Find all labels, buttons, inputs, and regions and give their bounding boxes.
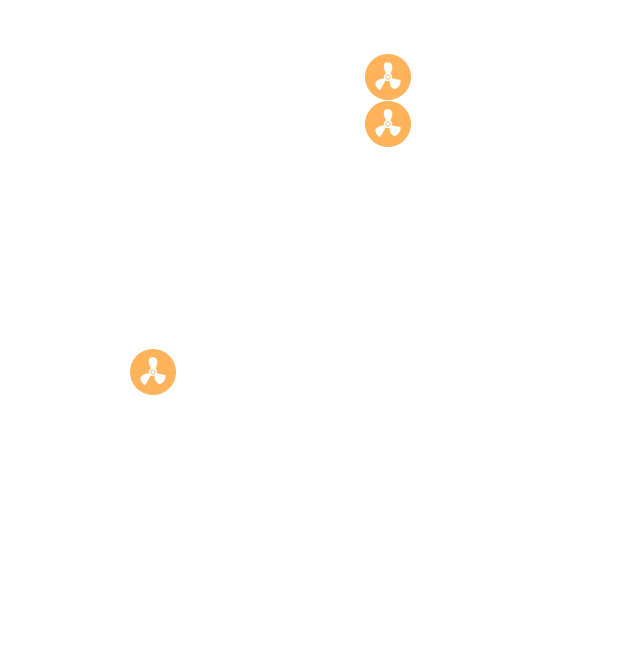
fan-node-2[interactable]: Fan bbox=[365, 101, 411, 147]
fan-icon bbox=[365, 101, 411, 147]
fan-node-3[interactable]: Fan bbox=[130, 349, 176, 395]
fan-icon bbox=[365, 54, 411, 100]
fan-icon bbox=[130, 349, 176, 395]
fan-label: Fan bbox=[130, 395, 131, 396]
fan-node-1[interactable]: Fan bbox=[365, 54, 411, 100]
fan-label: Fan bbox=[365, 147, 366, 148]
